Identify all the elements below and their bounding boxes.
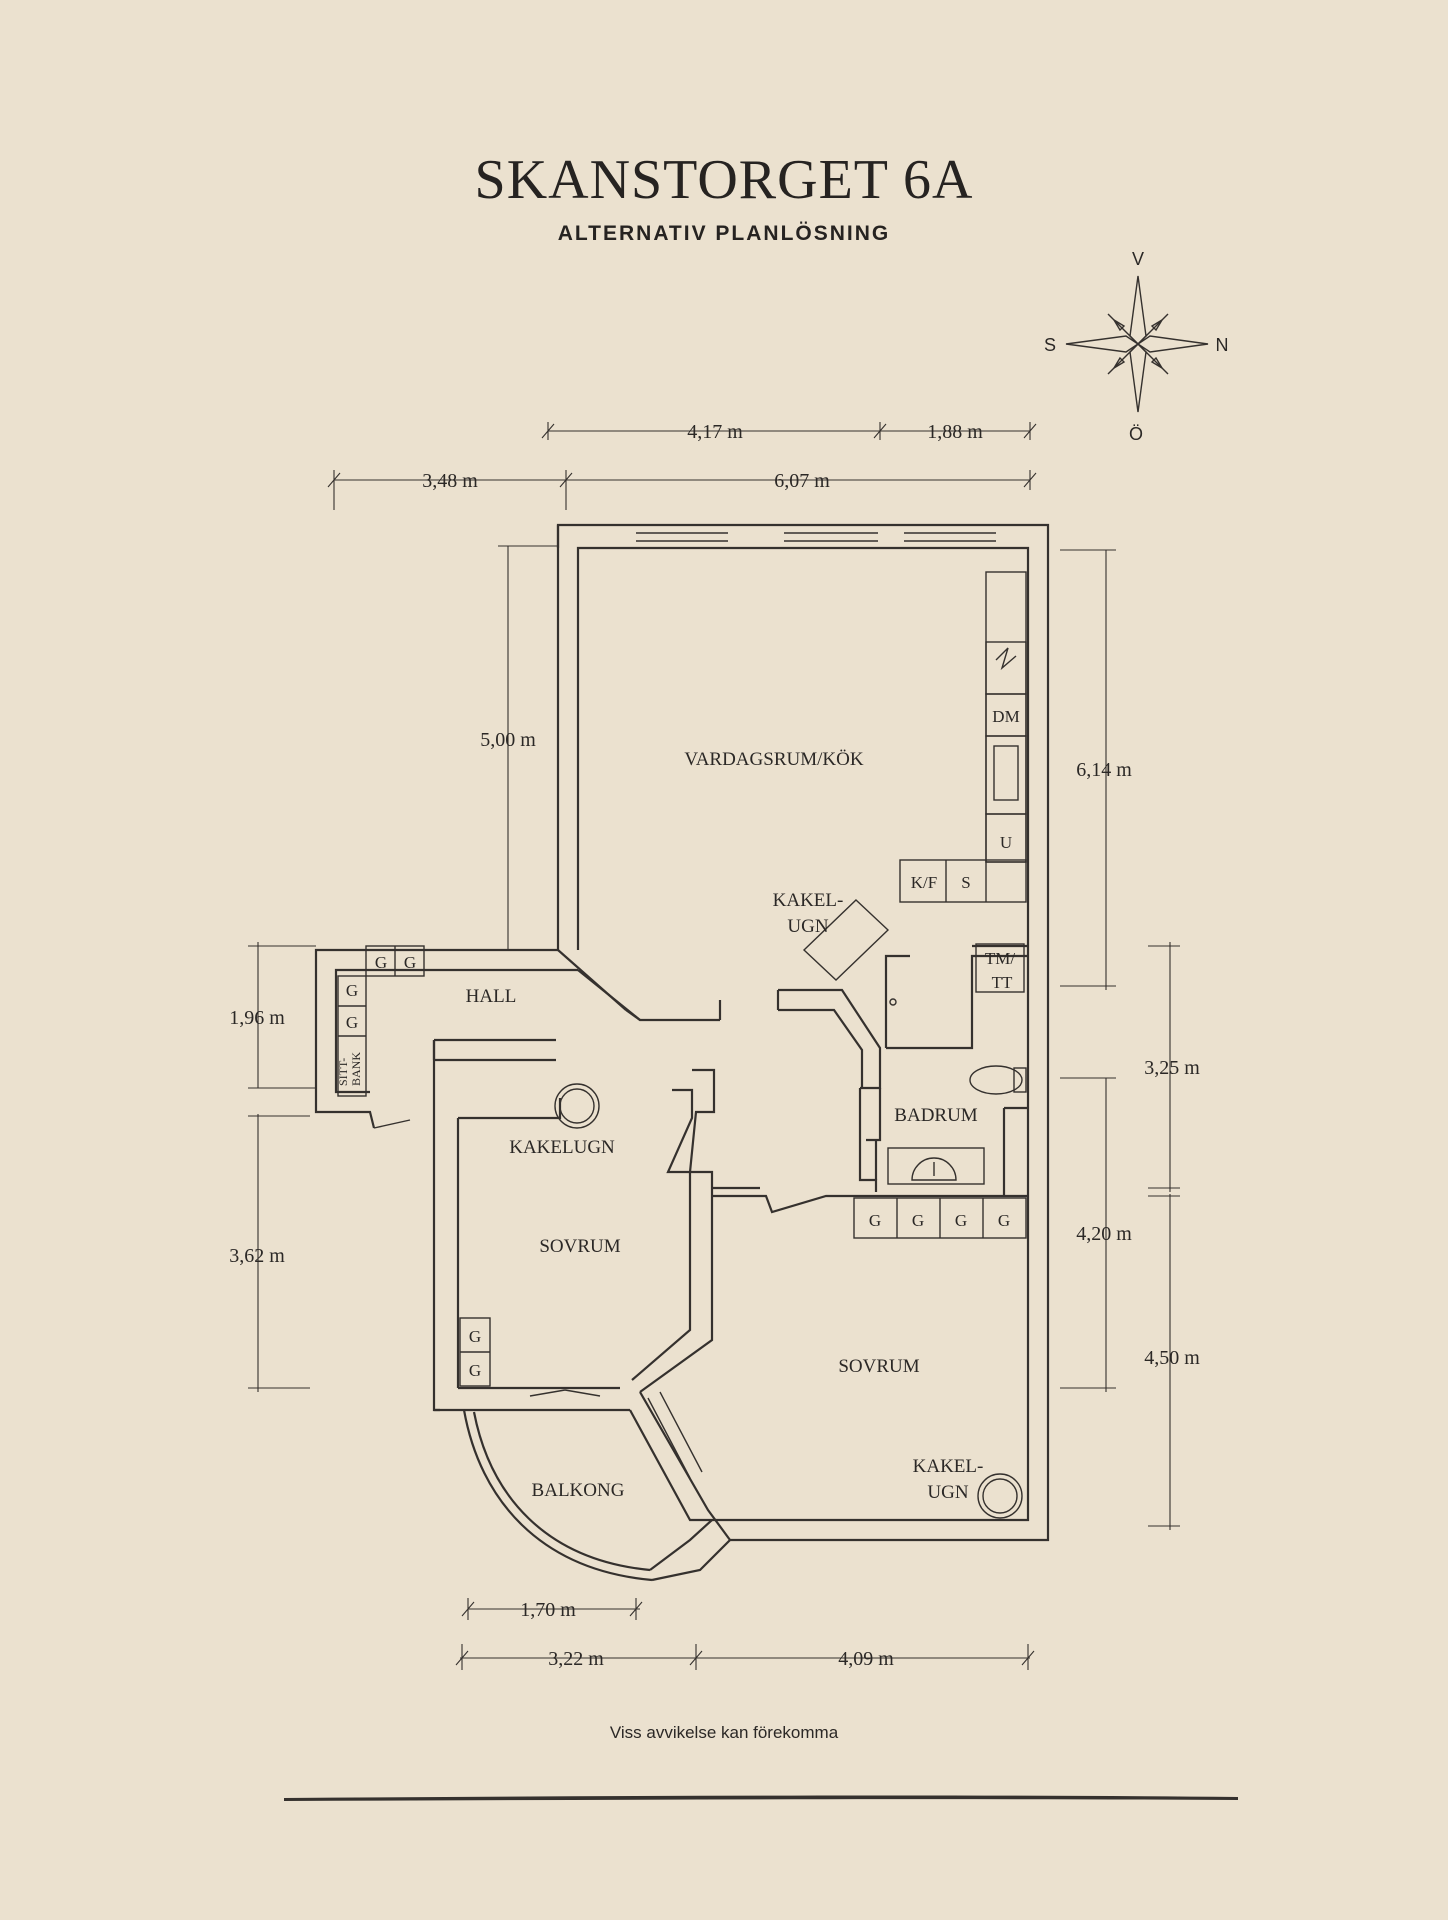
exterior-walls [314,523,1050,1582]
bench-label-1: SITT- [336,1058,350,1086]
hall-wardrobe-1: G [375,953,387,972]
tile-stove-label-3b: UGN [927,1482,968,1503]
compass-rose-icon [1065,275,1209,413]
dishwasher-label: DM [992,707,1019,726]
bathroom-fixtures [887,998,1027,1185]
bedroom-wardrobe-3: G [955,1211,967,1230]
bedroom-wardrobe-6: G [469,1361,481,1380]
dim-left-5-00: 5,00 m [480,729,536,751]
dim-right-4-50: 4,50 m [1144,1347,1200,1369]
windows [636,532,996,1479]
tile-stove-label-1a: KAKEL- [773,890,844,911]
page-title: SKANSTORGET 6A [474,149,974,211]
dim-top-4-17: 4,17 m [687,421,743,443]
dim-bottom-4-09: 4,09 m [838,1648,894,1670]
compass-east-label: Ö [1129,424,1143,444]
hall-wardrobes [337,945,425,1097]
kitchen-counters [802,571,1027,993]
dim-bottom-1-70: 1,70 m [520,1599,576,1621]
bedroom-wardrobe-1: G [869,1211,881,1230]
room-label-bathroom: BADRUM [894,1105,978,1126]
compass-north-label: N [1216,335,1229,355]
bench-label-2: BANK [349,1052,363,1086]
disclaimer-text: Viss avvikelse kan förekomma [609,1723,839,1742]
dim-right-4-20: 4,20 m [1076,1223,1132,1245]
room-label-balcony: BALKONG [532,1480,625,1501]
hall-wardrobe-3: G [346,981,358,1000]
compass-west-label: V [1132,249,1144,269]
room-label-hall: HALL [466,986,517,1007]
bedroom-wardrobes [459,1197,1027,1387]
fridge-freezer-label: K/F [911,873,937,892]
dim-right-3-25: 3,25 m [1144,1057,1200,1079]
dim-right-6-14: 6,14 m [1076,759,1132,781]
doors [373,1119,601,1397]
footer-divider-line [284,1795,1238,1801]
freezer-label: S [961,873,970,892]
dim-top-1-88: 1,88 m [927,421,983,443]
tile-stove-label-2: KAKELUGN [509,1137,615,1158]
bedroom-wardrobe-2: G [912,1211,924,1230]
dim-top-6-07: 6,07 m [774,470,830,492]
hall-wardrobe-2: G [404,953,416,972]
bedroom-wardrobe-5: G [469,1327,481,1346]
washer-label-2: TT [992,973,1013,992]
washer-label-1: TM/ [985,949,1016,968]
tile-stove-icon [554,1083,1023,1519]
compass-south-label: S [1044,335,1056,355]
dim-top-3-48: 3,48 m [422,470,478,492]
hall-wardrobe-4: G [346,1013,358,1032]
dim-bottom-3-22: 3,22 m [548,1648,604,1670]
room-label-bedroom-left: SOVRUM [539,1236,620,1257]
page-subtitle: ALTERNATIV PLANLÖSNING [557,222,891,245]
bedroom-wardrobe-4: G [998,1211,1010,1230]
room-label-living-kitchen: VARDAGSRUM/KÖK [684,749,863,770]
dimension-lines [248,422,1180,1670]
tile-stove-label-1b: UGN [787,916,828,937]
tile-stove-label-3a: KAKEL- [913,1456,984,1477]
dim-left-1-96: 1,96 m [229,1007,285,1029]
room-label-bedroom-right: SOVRUM [838,1356,919,1377]
oven-label: U [1000,833,1012,852]
dim-left-3-62: 3,62 m [229,1245,285,1267]
